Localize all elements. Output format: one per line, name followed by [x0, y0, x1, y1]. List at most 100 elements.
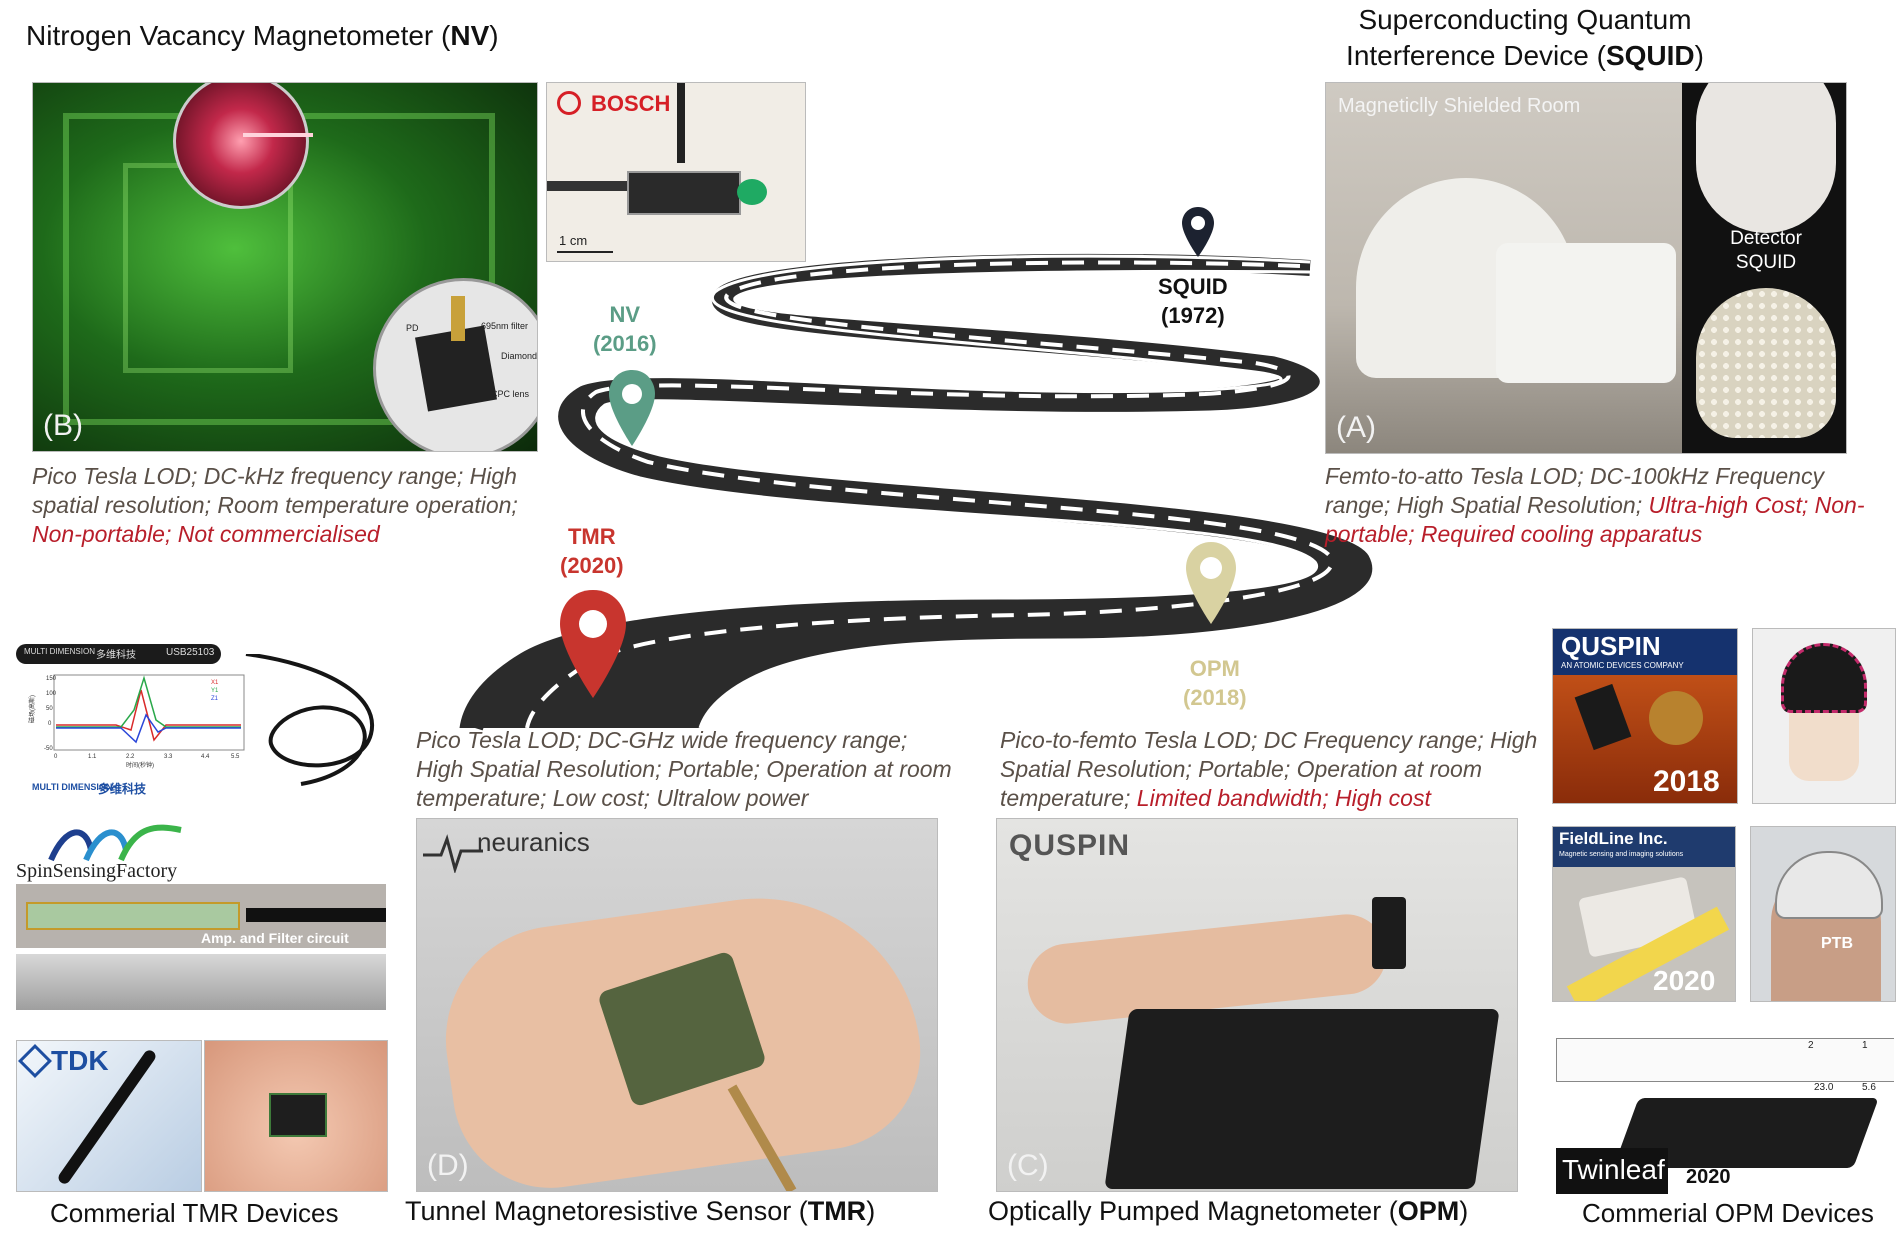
- bosch-photo: BOSCH 1 cm: [546, 82, 806, 262]
- laser-zoom-circle: [173, 83, 309, 209]
- nv-marker-name: NV: [609, 302, 641, 327]
- chart-xtick: 5.5: [231, 754, 240, 760]
- detector-helmet: [1696, 83, 1836, 233]
- tmr-photo-label: (D): [427, 1149, 469, 1182]
- legend-z1: Z1: [211, 696, 219, 702]
- detector-array: [1696, 288, 1836, 438]
- chart-ytick: 0: [48, 721, 52, 727]
- commercial-opm-caption: Commerial OPM Devices: [1582, 1198, 1874, 1228]
- multidimension-logo-cn: 多维科技: [98, 782, 147, 796]
- legend-y1: Y1: [211, 688, 219, 694]
- dim-label: 5.6: [1862, 1082, 1876, 1093]
- twinleaf-drawing: [1556, 1038, 1894, 1082]
- chart-xtick: 4.4: [201, 754, 210, 760]
- nv-photo: PD 695nm filter Diamond CPC lens (B): [32, 82, 538, 452]
- squid-title: Superconducting Quantum Interference Dev…: [1346, 4, 1704, 71]
- ptb-label: PTB: [1821, 935, 1853, 952]
- quspin-2018-photo: QUSPIN AN ATOMIC DEVICES COMPANY 2018: [1552, 628, 1738, 804]
- multidimension-photo: USB25103 MULTI DIMENSION 多维科技 磁场(高斯) 150…: [16, 640, 386, 808]
- quspin-logo-small: QUSPIN: [1561, 631, 1661, 661]
- squid-marker-icon: [1182, 207, 1214, 257]
- chart-xtick: 3.3: [164, 754, 173, 760]
- chart-ylabel: 磁场(高斯): [28, 695, 36, 723]
- inset-label-diamond: Diamond: [501, 351, 538, 361]
- sensor-connector: [451, 296, 465, 341]
- opm-caption: Optically Pumped Magnetometer (OPM): [988, 1196, 1469, 1226]
- usb-stick: [16, 644, 221, 664]
- ptb-cap: [1775, 851, 1883, 919]
- legend-x1: X1: [211, 680, 219, 686]
- twinleaf-logo: Twinleaf: [1562, 1154, 1665, 1185]
- neuranics-logo-icon: [423, 834, 483, 873]
- tmr-marker-year: (2020): [560, 553, 624, 578]
- twinleaf-logo-box: [1556, 1148, 1668, 1194]
- opm-marker-name: OPM: [1189, 656, 1240, 681]
- chart-xtick: 2.2: [126, 754, 135, 760]
- quspin-sensor: [1574, 683, 1632, 751]
- inset-label-filter: 695nm filter: [481, 321, 529, 331]
- squid-marker-label: SQUID (1972): [1158, 272, 1228, 330]
- ssf-device: Amp. and Filter circuit: [16, 884, 386, 948]
- nv-description: Pico Tesla LOD; DC-kHz frequency range; …: [32, 463, 518, 547]
- sensor-inset-circle: PD 695nm filter Diamond CPC lens: [373, 278, 538, 451]
- fieldline-banner: [1553, 827, 1735, 867]
- ssf-brand: SpinSensingFactory: [16, 860, 178, 882]
- dim-label: 23.0: [1814, 1082, 1834, 1093]
- tmr-description: Pico Tesla LOD; DC-GHz wide frequency ra…: [416, 727, 952, 811]
- ssf-cable: [246, 908, 386, 922]
- year-2020-fieldline: 2020: [1653, 965, 1716, 996]
- fieldline-tagline: Magnetic sensing and imaging solutions: [1559, 851, 1684, 858]
- bosch-logo: BOSCH: [591, 91, 671, 116]
- opm-description: Pico-to-femto Tesla LOD; DC Frequency ra…: [1000, 727, 1538, 811]
- coin: [1649, 691, 1703, 745]
- squid-marker-year: (1972): [1161, 303, 1225, 328]
- usb-brand: MULTI DIMENSION: [24, 647, 95, 656]
- opm-helmet-photo: [1752, 628, 1896, 804]
- tmr-marker-name: TMR: [567, 524, 616, 549]
- chart-xlabel: 时间(秒钟): [126, 761, 154, 769]
- tdk-logo: TDK: [51, 1045, 109, 1076]
- laser-beam: [243, 133, 313, 137]
- bosch-cable: [547, 181, 637, 191]
- dim-label: 1: [1862, 1040, 1868, 1051]
- chart-ytick: 50: [46, 706, 53, 712]
- year-2020-twinleaf: 2020: [1686, 1166, 1731, 1188]
- tmr-caption: Tunnel Magnetoresistive Sensor (TMR): [405, 1196, 876, 1226]
- tdk-photo: TDK: [16, 1040, 202, 1192]
- opm-sensor: [1372, 897, 1406, 969]
- chart-ytick: -50: [44, 746, 53, 752]
- chart-xtick: 1.1: [88, 754, 97, 760]
- helmet-cap: [1781, 643, 1867, 713]
- fieldline-photo: FieldLine Inc. Magnetic sensing and imag…: [1552, 826, 1736, 1002]
- ssf-photo: SpinSensingFactory Amp. and Filter circu…: [16, 820, 386, 1010]
- nv-marker-icon: [609, 370, 655, 446]
- commercial-tmr-caption: Commerial TMR Devices: [50, 1198, 339, 1228]
- quspin-tagline: AN ATOMIC DEVICES COMPANY: [1561, 661, 1684, 670]
- ptb-photo: PTB: [1750, 826, 1896, 1002]
- opm-marker-label: OPM (2018): [1183, 654, 1247, 712]
- inset-label-cpc: CPC lens: [491, 389, 530, 399]
- usb-cable: [245, 654, 375, 786]
- fieldline-logo: FieldLine Inc.: [1559, 829, 1668, 848]
- squid-photo: Magneticlly Shielded Room Detector SQUID…: [1325, 82, 1847, 454]
- tmr-marker-icon: [560, 590, 626, 698]
- squid-description: Femto-to-atto Tesla LOD; DC-100kHz Frequ…: [1325, 463, 1865, 547]
- chart-ytick: 150: [46, 676, 57, 682]
- neuranics-logo: neuranics: [477, 827, 590, 857]
- bosch-stem: [677, 83, 685, 163]
- bosch-green-tab: [737, 179, 767, 205]
- chart-xtick: 0: [54, 754, 58, 760]
- twinleaf-photo: 2 1 23.0 5.6 Twinleaf 2020: [1556, 1038, 1894, 1194]
- ssf-board: [26, 902, 240, 930]
- squid-marker-name: SQUID: [1158, 274, 1228, 299]
- tdk-chip-photo: [204, 1040, 388, 1192]
- chart-ytick: 100: [46, 691, 57, 697]
- tmr-marker-label: TMR (2020): [560, 522, 624, 580]
- nv-marker-year: (2016): [593, 331, 657, 356]
- meg-bed: [1496, 243, 1676, 383]
- usb-brand-cn: 多维科技: [96, 650, 136, 661]
- opm-marker-icon: [1186, 542, 1236, 624]
- room-label: Magneticlly Shielded Room: [1338, 95, 1581, 117]
- bosch-scale-bar: [557, 251, 613, 253]
- opm-marker-year: (2018): [1183, 685, 1247, 710]
